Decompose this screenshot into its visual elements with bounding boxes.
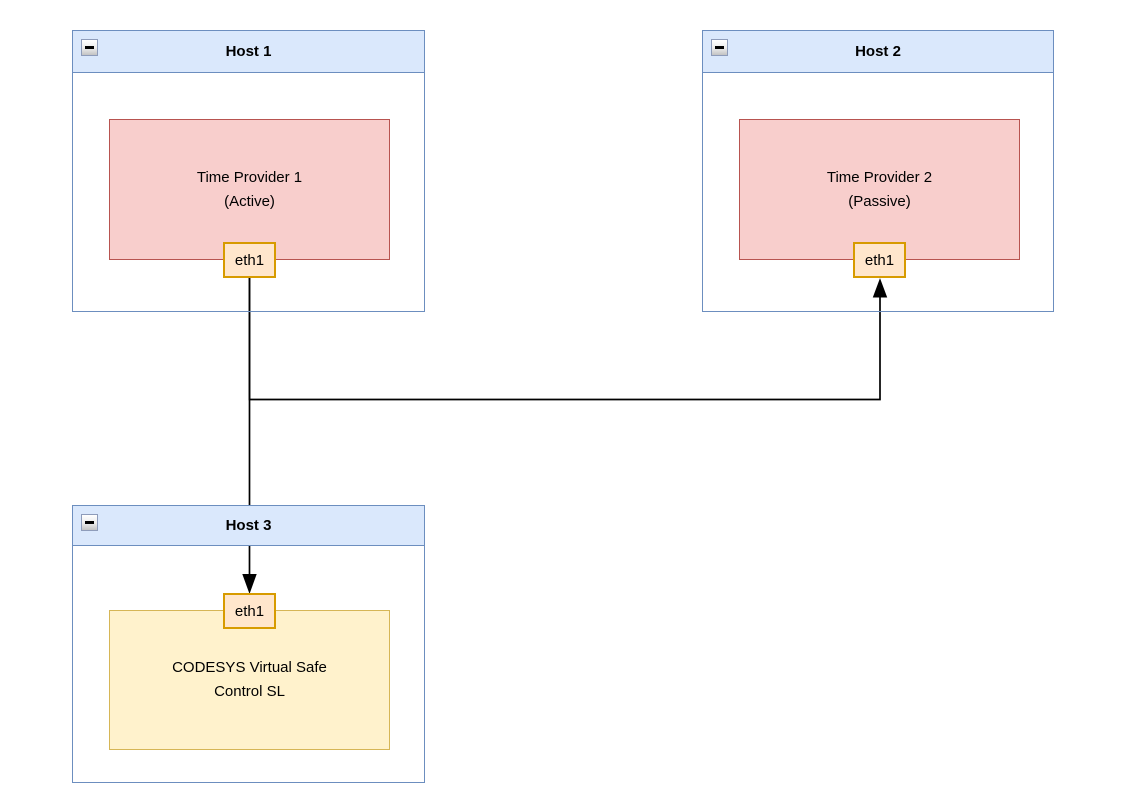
codesys-label-line1: CODESYS Virtual Safe (172, 659, 327, 676)
host1-eth1-port: eth1 (223, 242, 276, 278)
collapse-minus-icon[interactable] (81, 39, 98, 56)
codesys-virtual-safe-control-box: CODESYS Virtual Safe Control SL (109, 610, 390, 750)
minus-glyph (85, 46, 94, 49)
time-provider-1-label-line1: Time Provider 1 (196, 168, 303, 186)
time-provider-2-label-line1: Time Provider 2 (826, 168, 933, 186)
host2-title: Host 2 (855, 43, 901, 60)
time-provider-1-box: Time Provider 1 (Active) (109, 119, 390, 260)
time-provider-2-box: Time Provider 2 (Passive) (739, 119, 1020, 260)
host3-titlebar: Host 3 (73, 506, 424, 546)
collapse-minus-icon[interactable] (81, 514, 98, 531)
host1-title: Host 1 (225, 43, 272, 60)
minus-glyph (85, 521, 94, 524)
host2-eth1-port: eth1 (853, 242, 906, 278)
host1-titlebar: Host 1 (73, 31, 424, 73)
host2-titlebar: Host 2 (703, 31, 1053, 73)
host1-eth1-label: eth1 (234, 251, 265, 269)
host3-window: Host 3 (72, 505, 425, 783)
collapse-minus-icon[interactable] (711, 39, 728, 56)
minus-glyph (715, 46, 724, 49)
time-provider-1-label-line2: (Active) (224, 192, 275, 210)
host3-eth1-port: eth1 (223, 593, 276, 629)
host3-title: Host 3 (225, 517, 272, 534)
host3-eth1-label: eth1 (234, 602, 265, 620)
codesys-label-line2: Control SL (214, 683, 285, 700)
host2-eth1-label: eth1 (864, 251, 895, 269)
host1-window: Host 1 (72, 30, 425, 312)
time-provider-2-label-line2: (Passive) (848, 192, 911, 210)
